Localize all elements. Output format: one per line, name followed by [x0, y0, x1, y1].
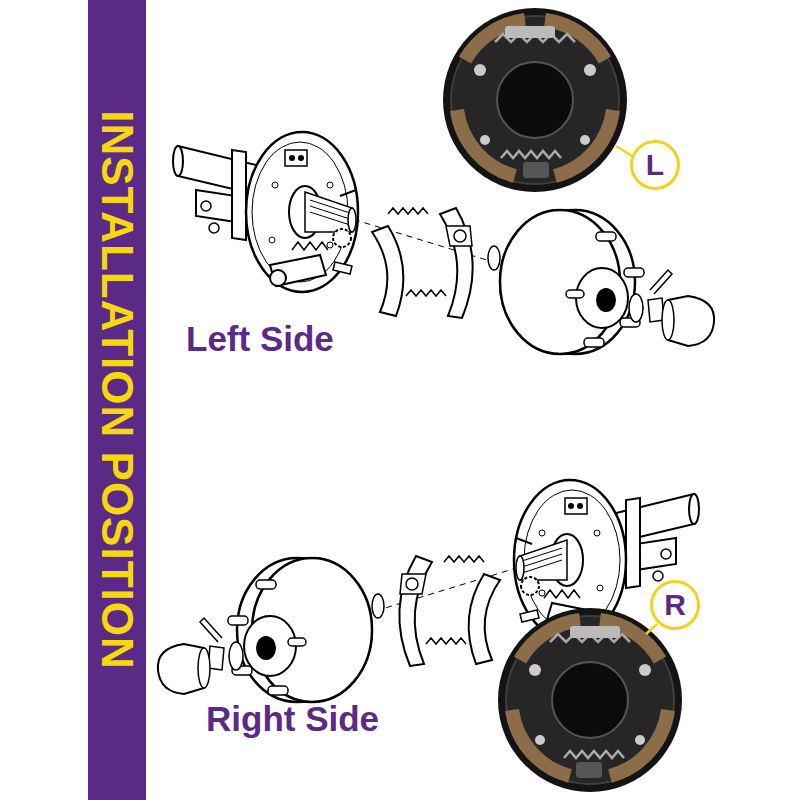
- right-brake-photo: [498, 608, 682, 792]
- side-letter: L: [646, 150, 664, 180]
- side-marker-circle: L: [630, 140, 680, 190]
- side-label: Left Side: [186, 320, 334, 359]
- left-brake-photo: [443, 8, 627, 192]
- vertical-title: INSTALLATION POSITION: [95, 110, 139, 670]
- leader-line: [616, 146, 632, 156]
- side-marker-circle: R: [650, 580, 700, 630]
- leader-line: [646, 624, 657, 634]
- side-letter: R: [664, 590, 686, 620]
- side-label: Right Side: [206, 700, 379, 739]
